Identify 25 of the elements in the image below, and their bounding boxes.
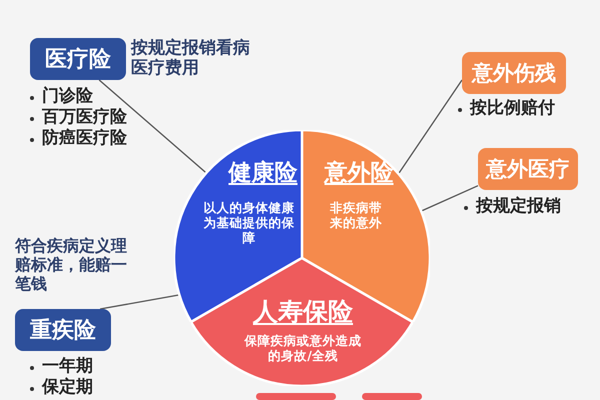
- label-box: 意外伤残: [462, 52, 566, 94]
- label-box: 医疗险: [30, 38, 126, 80]
- bullet-item: 保定期: [42, 377, 93, 398]
- cut-off-box: [362, 393, 422, 400]
- slice-heading: 意外险: [322, 160, 394, 188]
- description-text: 符合疾病定义理赔标准，能赔一笔钱: [15, 236, 128, 294]
- bullet-item: 按规定报销: [476, 196, 561, 216]
- slice-heading: 人寿保险: [252, 297, 354, 327]
- connector-line: [420, 185, 478, 212]
- slice-description: 非疾病带来的意外: [330, 200, 382, 230]
- slice-description: 以人的身体健康为基础提供的保障: [202, 200, 296, 245]
- connector-line: [398, 80, 463, 174]
- slice-heading: 健康险: [227, 160, 298, 188]
- connector-line: [98, 80, 207, 174]
- connector-line: [100, 294, 180, 310]
- bullet-item: 一年期: [42, 356, 93, 376]
- label-box: 重疾险: [15, 309, 111, 351]
- bullet-item: 百万医疗险: [42, 107, 127, 128]
- bullet-item: 按比例赔付: [470, 98, 555, 118]
- bullet-item: 防癌医疗险: [42, 128, 127, 148]
- label-box: 意外医疗: [478, 148, 578, 190]
- slice-description: 保障疾病或意外造成的身故/全残: [243, 333, 362, 363]
- description-text: 按规定报销看病医疗费用: [131, 38, 251, 79]
- cut-off-box: [256, 393, 336, 400]
- bullet-item: 门诊险: [42, 86, 93, 106]
